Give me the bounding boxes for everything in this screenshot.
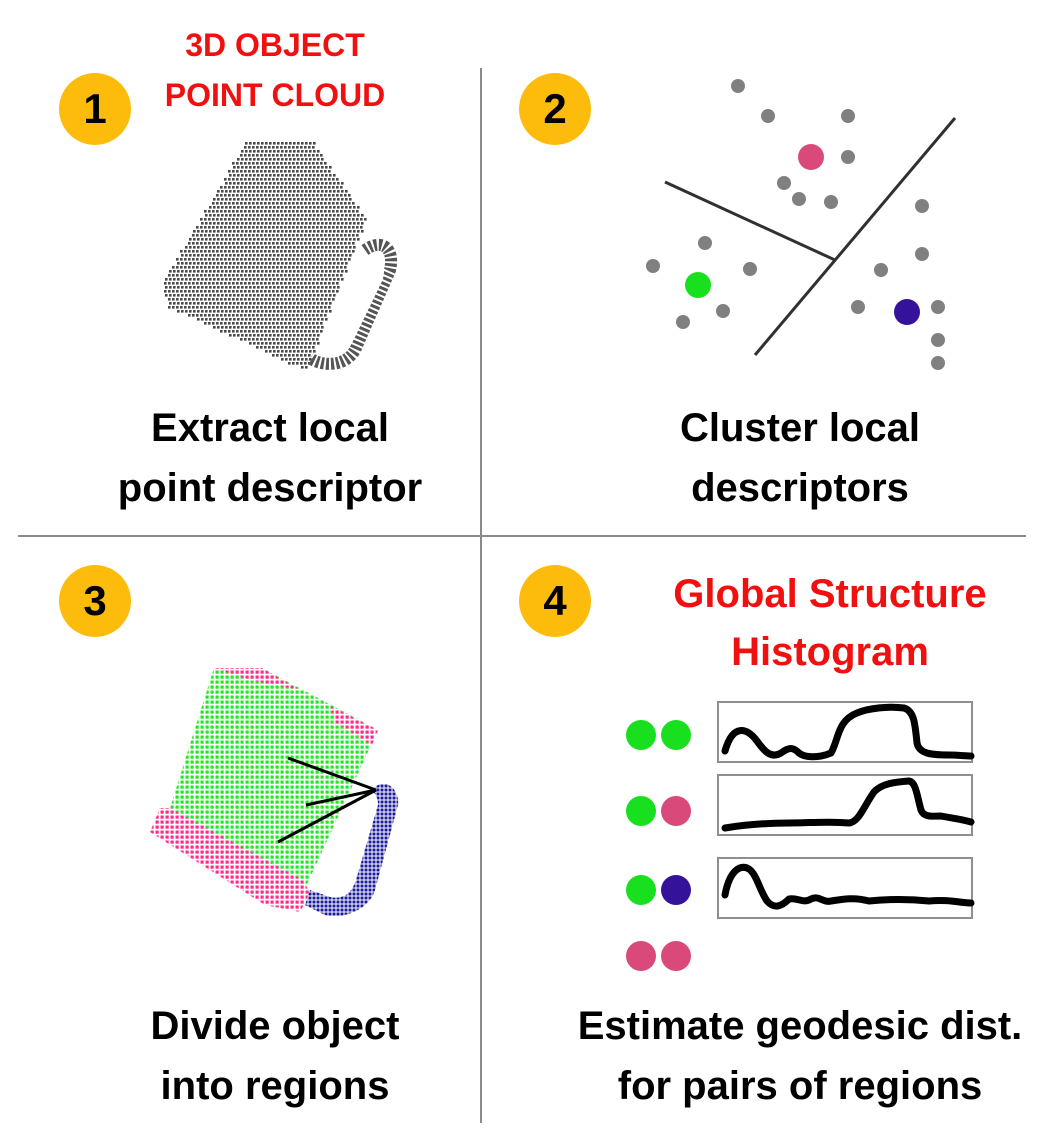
panel-1-title-line1: 3D OBJECT xyxy=(185,27,365,63)
pair-4-dot-a xyxy=(626,941,656,971)
panel-4-title: Global Structure Histogram xyxy=(640,565,1020,681)
step-2-badge: 2 xyxy=(519,73,591,145)
step-4-badge: 4 xyxy=(519,565,591,637)
panel-4-caption-line2: for pairs of regions xyxy=(617,1064,983,1108)
panel-3-caption: Divide object into regions xyxy=(60,996,490,1116)
panel-2-caption-line2: descriptors xyxy=(691,466,909,510)
step-1-badge: 1 xyxy=(59,73,131,145)
pair-3-dot-b xyxy=(661,875,691,905)
segmented-mug-icon xyxy=(150,668,399,917)
histogram-box-1 xyxy=(717,701,975,763)
histogram-box-2 xyxy=(717,774,975,836)
pair-1-dot-a xyxy=(626,720,656,750)
histogram-box-3 xyxy=(717,857,975,919)
panel-4-title-line1: Global Structure xyxy=(673,572,987,616)
panel-2-caption-line1: Cluster local xyxy=(679,406,921,450)
histogram-curve-1 xyxy=(721,703,975,761)
panel-4-caption: Estimate geodesic dist. for pairs of reg… xyxy=(540,996,1052,1116)
pair-2-dot-b xyxy=(661,796,691,826)
pair-4-dot-b xyxy=(661,941,691,971)
histogram-curve-3 xyxy=(721,863,975,910)
cluster-scatter-icon xyxy=(646,79,957,370)
panel-1-title-line2: POINT CLOUD xyxy=(164,77,386,113)
panel-1-caption-line2: point descriptor xyxy=(117,466,423,510)
panel-1-caption: Extract local point descriptor xyxy=(60,398,480,518)
panel-1-caption-line1: Extract local xyxy=(151,406,389,450)
panel-1-title: 3D OBJECT POINT CLOUD xyxy=(130,20,420,120)
pair-2-dot-a xyxy=(626,796,656,826)
horizontal-divider xyxy=(18,535,1026,537)
pair-3-dot-a xyxy=(626,875,656,905)
panel-4-caption-line1: Estimate geodesic dist. xyxy=(577,1004,1023,1048)
mug-point-cloud-icon xyxy=(164,142,398,370)
panel-2-caption: Cluster local descriptors xyxy=(590,398,1010,518)
panel-4-title-line2: Histogram xyxy=(731,630,929,674)
step-3-badge: 3 xyxy=(59,565,131,637)
pair-1-dot-b xyxy=(661,720,691,750)
panel-3-caption-line2: into regions xyxy=(160,1064,390,1108)
vertical-divider xyxy=(480,68,482,1123)
panel-3-caption-line1: Divide object xyxy=(150,1004,400,1048)
histogram-curve-2 xyxy=(721,777,975,832)
